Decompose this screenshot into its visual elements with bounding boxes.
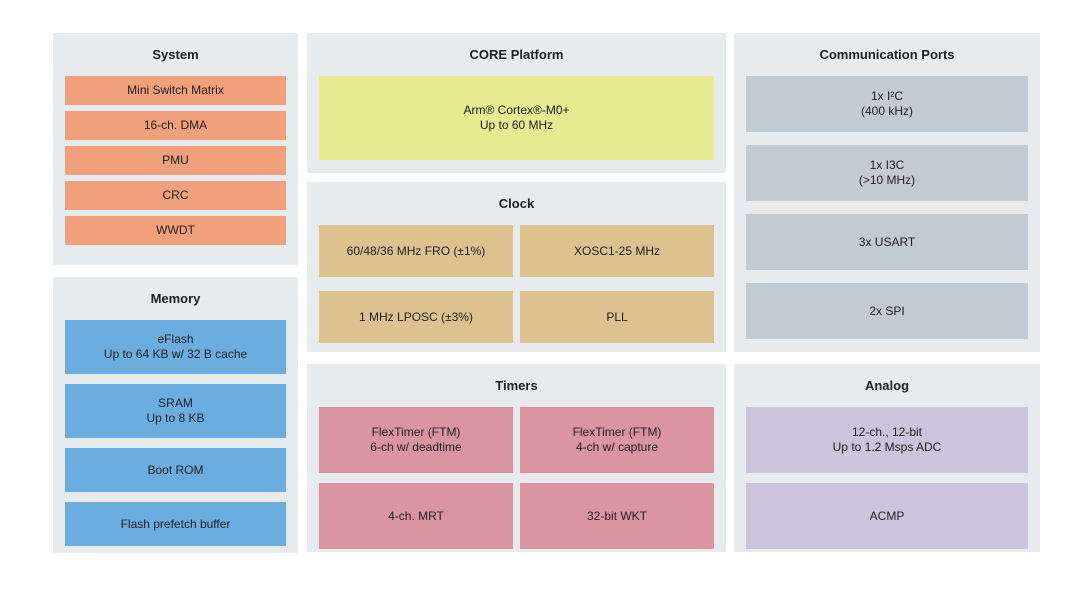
block-label: ACMP — [869, 508, 905, 523]
block-label: Boot ROM — [147, 462, 204, 477]
panel-memory: Memory eFlash Up to 64 KB w/ 32 B cache … — [53, 277, 298, 553]
block-label: FlexTimer (FTM) — [572, 425, 662, 439]
block-xosc: XOSC1-25 MHz — [520, 225, 714, 277]
block-label: 3x USART — [858, 234, 916, 249]
block-label: 1x I3C — [869, 158, 905, 172]
block-ftm-deadtime: FlexTimer (FTM) 6-ch w/ deadtime — [319, 407, 513, 473]
block-label: 4-ch. MRT — [388, 508, 444, 523]
block-label: 2x SPI — [869, 303, 905, 318]
block-label: PMU — [162, 153, 189, 167]
block-usart: 3x USART — [746, 214, 1028, 270]
panel-analog: Analog 12-ch., 12-bit Up to 1.2 Msps ADC… — [734, 364, 1040, 552]
block-label: eFlash — [157, 332, 194, 346]
block-sublabel: Up to 64 KB w/ 32 B cache — [103, 347, 248, 361]
block-cortex-m0plus: Arm® Cortex®-M0+ Up to 60 MHz — [319, 76, 714, 160]
panel-title-communication-ports: Communication Ports — [819, 47, 955, 62]
block-fro: 60/48/36 MHz FRO (±1%) — [319, 225, 513, 277]
block-lposc: 1 MHz LPOSC (±3%) — [319, 291, 513, 343]
block-acmp: ACMP — [746, 483, 1028, 549]
panel-title-memory: Memory — [150, 291, 201, 306]
memory-block-list: eFlash Up to 64 KB w/ 32 B cache SRAM Up… — [65, 320, 286, 546]
panel-core-platform: CORE Platform Arm® Cortex®-M0+ Up to 60 … — [307, 33, 726, 173]
block-mrt: 4-ch. MRT — [319, 483, 513, 549]
block-label: Arm® Cortex®-M0+ — [463, 103, 570, 117]
panel-title-analog: Analog — [864, 378, 910, 393]
comm-block-list: 1x I²C (400 kHz) 1x I3C (>10 MHz) 3x USA… — [746, 76, 1028, 339]
block-pmu: PMU — [65, 146, 286, 175]
block-wkt: 32-bit WKT — [520, 483, 714, 549]
block-crc: CRC — [65, 181, 286, 210]
block-i2c: 1x I²C (400 kHz) — [746, 76, 1028, 132]
block-label: XOSC1-25 MHz — [573, 243, 661, 258]
panel-system: System Mini Switch Matrix 16-ch. DMA PMU… — [53, 33, 298, 265]
block-adc: 12-ch., 12-bit Up to 1.2 Msps ADC — [746, 407, 1028, 473]
panel-title-system: System — [152, 47, 199, 62]
block-ftm-capture: FlexTimer (FTM) 4-ch w/ capture — [520, 407, 714, 473]
block-sublabel: Up to 8 KB — [146, 411, 205, 425]
block-sublabel: Up to 1.2 Msps ADC — [832, 440, 942, 454]
block-flash-prefetch-buffer: Flash prefetch buffer — [65, 502, 286, 546]
block-label: FlexTimer (FTM) — [371, 425, 461, 439]
block-sublabel: Up to 60 MHz — [479, 118, 554, 132]
panel-title-clock: Clock — [498, 196, 535, 211]
block-sublabel: (>10 MHz) — [858, 173, 916, 187]
panel-timers: Timers FlexTimer (FTM) 6-ch w/ deadtime … — [307, 364, 726, 552]
block-label: WWDT — [156, 223, 195, 237]
core-block-list: Arm® Cortex®-M0+ Up to 60 MHz — [319, 76, 714, 160]
block-sublabel: 4-ch w/ capture — [575, 440, 659, 454]
block-label: 12-ch., 12-bit — [851, 425, 923, 439]
analog-block-list: 12-ch., 12-bit Up to 1.2 Msps ADC ACMP — [746, 407, 1028, 549]
block-label: PLL — [606, 309, 628, 324]
panel-title-timers: Timers — [495, 378, 538, 393]
block-pll: PLL — [520, 291, 714, 343]
block-label: Mini Switch Matrix — [127, 83, 224, 97]
block-label: 1 MHz LPOSC (±3%) — [359, 309, 473, 324]
block-i3c: 1x I3C (>10 MHz) — [746, 145, 1028, 201]
block-eflash: eFlash Up to 64 KB w/ 32 B cache — [65, 320, 286, 374]
block-sublabel: (400 kHz) — [860, 104, 913, 118]
block-label: 32-bit WKT — [586, 508, 647, 523]
block-wwdt: WWDT — [65, 216, 286, 245]
timers-block-grid: FlexTimer (FTM) 6-ch w/ deadtime FlexTim… — [319, 407, 714, 549]
block-label: SRAM — [158, 396, 193, 410]
block-label: 16-ch. DMA — [143, 118, 208, 132]
block-label: Flash prefetch buffer — [120, 516, 231, 531]
block-boot-rom: Boot ROM — [65, 448, 286, 492]
panel-clock: Clock 60/48/36 MHz FRO (±1%) XOSC1-25 MH… — [307, 182, 726, 352]
block-label: 60/48/36 MHz FRO (±1%) — [346, 243, 486, 258]
panel-title-core-platform: CORE Platform — [469, 47, 564, 62]
block-label: CRC — [162, 188, 189, 202]
block-mini-switch-matrix: Mini Switch Matrix — [65, 76, 286, 105]
system-block-list: Mini Switch Matrix 16-ch. DMA PMU CRC WW… — [65, 76, 286, 245]
block-sublabel: 6-ch w/ deadtime — [370, 440, 462, 454]
block-sram: SRAM Up to 8 KB — [65, 384, 286, 438]
block-16ch-dma: 16-ch. DMA — [65, 111, 286, 140]
panel-communication-ports: Communication Ports 1x I²C (400 kHz) 1x … — [734, 33, 1040, 352]
block-spi: 2x SPI — [746, 283, 1028, 339]
clock-block-grid: 60/48/36 MHz FRO (±1%) XOSC1-25 MHz 1 MH… — [319, 225, 714, 343]
block-label: 1x I²C — [870, 89, 903, 103]
